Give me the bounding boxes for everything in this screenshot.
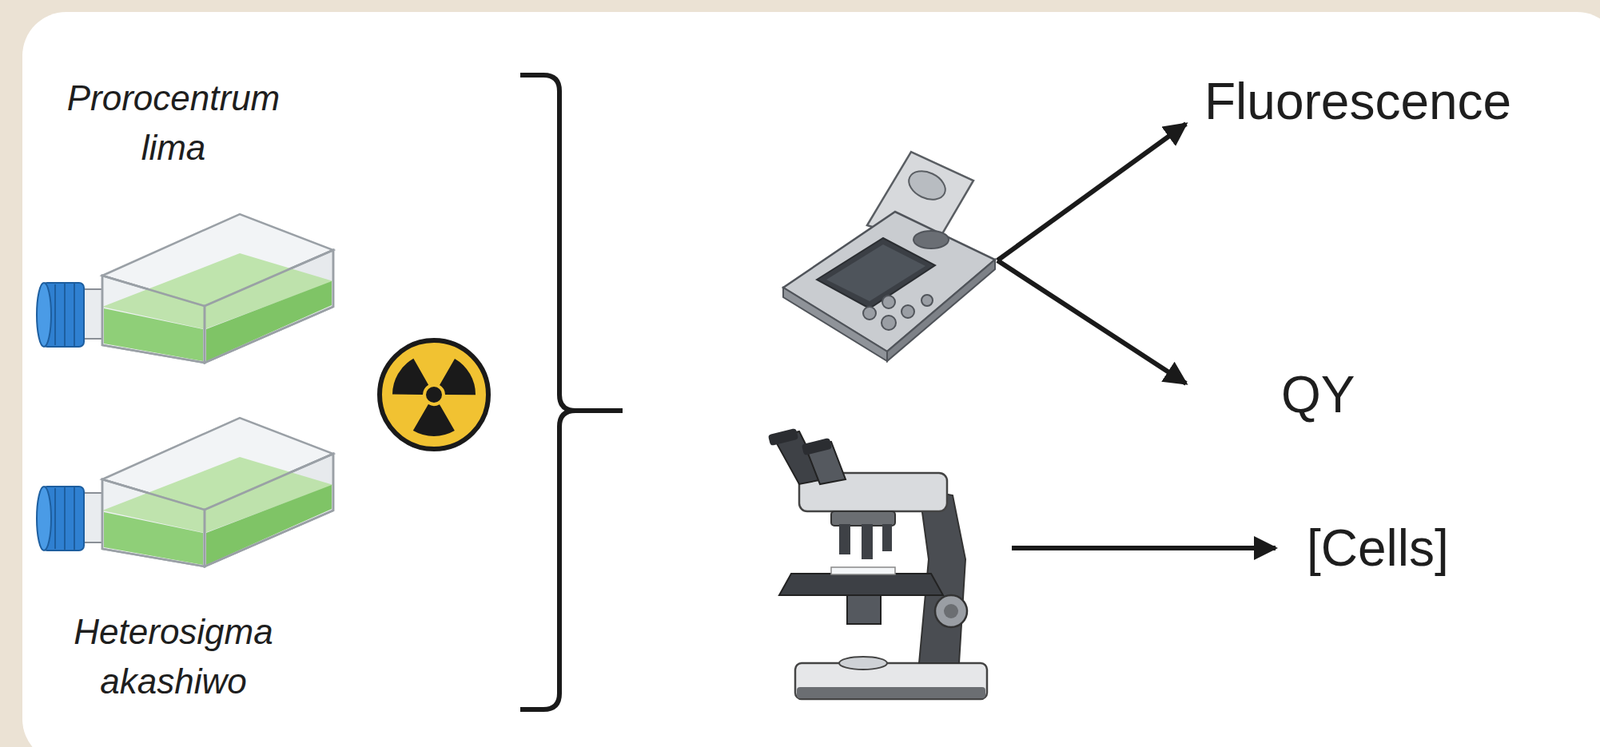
arrow <box>997 260 1187 384</box>
measurement-label: [Cells] <box>1306 519 1449 579</box>
measurement-label: QY <box>1281 366 1355 426</box>
radiation-symbol <box>379 340 489 450</box>
panel <box>22 11 1600 747</box>
culture-flask <box>36 214 334 363</box>
species-label: Heterosigma akashiwo <box>57 607 290 707</box>
fluorometer <box>783 151 996 362</box>
brace <box>520 75 623 710</box>
arrow <box>1011 545 1276 551</box>
arrow <box>997 123 1187 261</box>
culture-flask <box>36 417 334 567</box>
measurement-label: Fluorescence <box>1204 72 1512 132</box>
microscope <box>768 428 988 700</box>
species-label: Prorocentrum lima <box>57 73 290 173</box>
